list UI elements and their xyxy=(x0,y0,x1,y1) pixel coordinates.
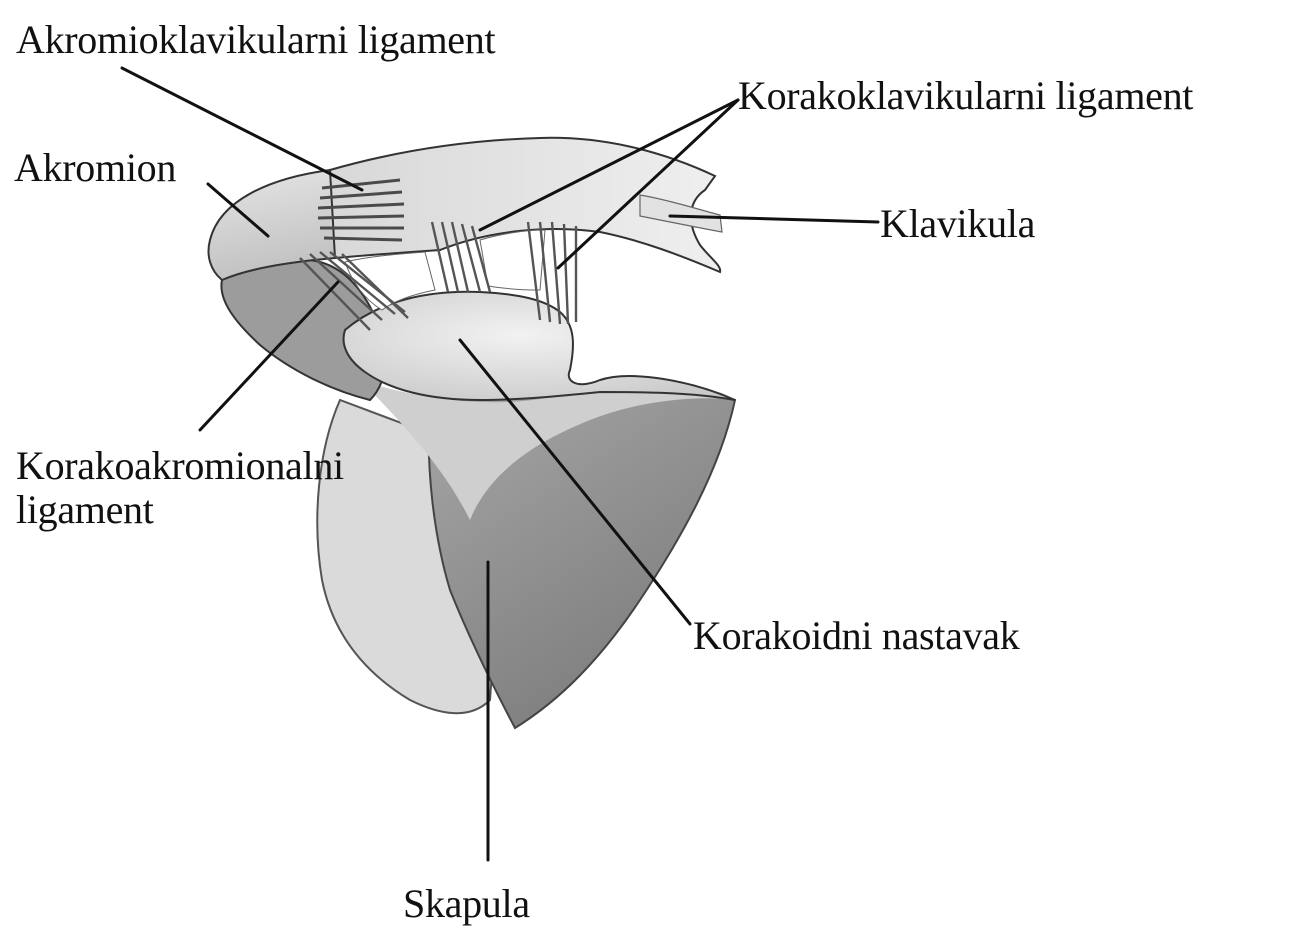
label-scapula: Skapula xyxy=(403,882,530,926)
label-acromion: Akromion xyxy=(14,146,176,190)
label-coracoclavicular-ligament: Korakoklavikularni ligament xyxy=(738,74,1193,118)
label-coracoacromial-line1: Korakoakromionalni xyxy=(16,444,344,488)
label-coracoacromial-ligament: Korakoakromionalni ligament xyxy=(16,444,344,532)
label-coracoacromial-line2: ligament xyxy=(16,488,344,532)
label-acromioclavicular-ligament: Akromioklavikularni ligament xyxy=(16,18,495,62)
label-clavicle: Klavikula xyxy=(880,202,1035,246)
label-coracoid-process: Korakoidni nastavak xyxy=(693,614,1019,658)
